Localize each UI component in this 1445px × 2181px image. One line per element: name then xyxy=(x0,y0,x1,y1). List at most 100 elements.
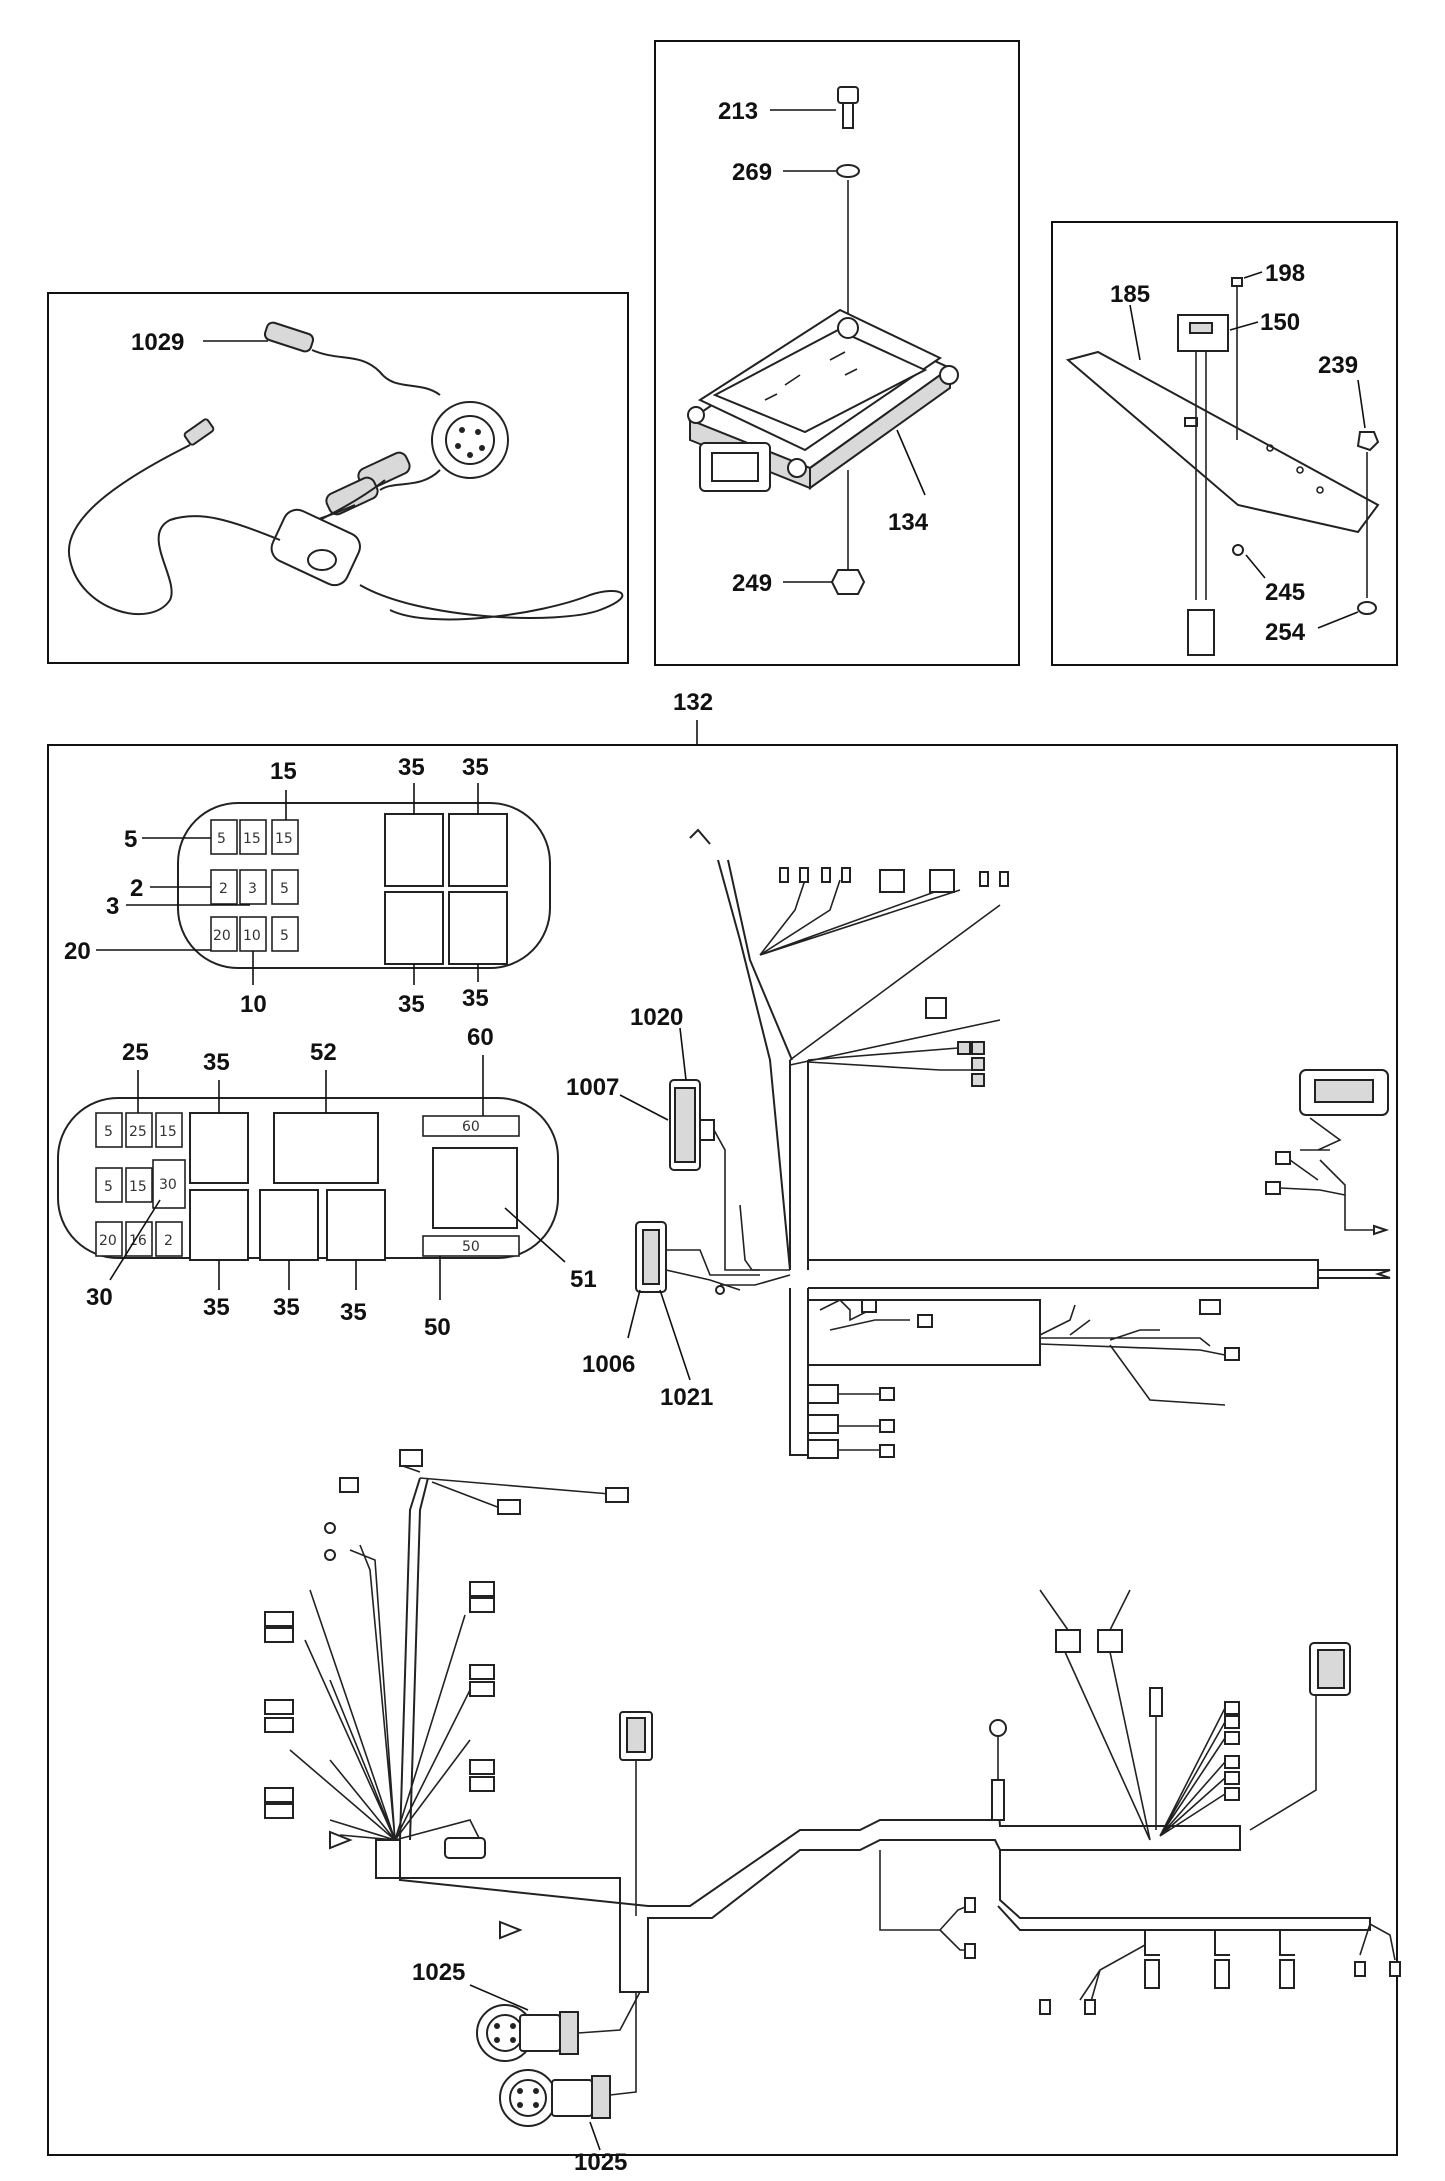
fuse-box1-col2-row1 xyxy=(239,819,267,855)
fuse-value: 5 xyxy=(217,831,226,847)
fuse-box2-col1-row3 xyxy=(95,1221,123,1257)
fuse-box2-col2-row2 xyxy=(125,1167,153,1203)
round-connector-1025-a xyxy=(476,1991,641,2062)
fuse-value: 20 xyxy=(99,1233,117,1249)
fuse-value: 5 xyxy=(104,1124,113,1140)
fuse-value: 60 xyxy=(462,1119,480,1135)
fuse-value: 50 xyxy=(462,1239,480,1255)
relay-52 xyxy=(273,1112,379,1184)
callout-198: 198 xyxy=(1265,260,1305,287)
relay-35 xyxy=(448,813,508,887)
fuse-box2-col3-row1 xyxy=(155,1112,183,1148)
ecu-module-134 xyxy=(687,86,959,595)
fuse-box2-col2-row3 xyxy=(125,1221,153,1257)
fuse-box1-col3-row3 xyxy=(271,916,299,952)
callout-1025: 1025 xyxy=(412,1959,465,1986)
fuse-box1-col2-row2 xyxy=(239,869,267,905)
fuse-value: 15 xyxy=(243,831,261,847)
relay-35 xyxy=(189,1112,249,1184)
round-connector-1025-b xyxy=(499,1992,637,2127)
fuse-box2-col1-row2 xyxy=(95,1167,123,1203)
harness-upper xyxy=(689,828,1391,1459)
relay-35 xyxy=(189,1189,249,1261)
callout-35: 35 xyxy=(340,1299,367,1326)
callout-35: 35 xyxy=(203,1049,230,1076)
callout-249: 249 xyxy=(732,570,772,597)
fuse-value: 30 xyxy=(159,1177,177,1193)
fuse-box2-maxi-30 xyxy=(152,1159,186,1209)
fuse-box2-col1-row1 xyxy=(95,1112,123,1148)
callout-1021: 1021 xyxy=(660,1384,713,1411)
fuse-value: 2 xyxy=(164,1233,173,1249)
fuse-value: 5 xyxy=(280,881,289,897)
callout-1025: 1025 xyxy=(574,2149,627,2176)
diagnostic-cable-1029 xyxy=(67,321,624,621)
fuse-value: 15 xyxy=(129,1179,147,1195)
panel-bracket xyxy=(1051,221,1398,666)
callout-60: 60 xyxy=(467,1024,494,1051)
callout-2: 2 xyxy=(130,875,143,902)
panel-diagnostic-cable xyxy=(47,292,629,664)
connector-1020-1007 xyxy=(669,1079,760,1271)
callout-254: 254 xyxy=(1265,619,1306,646)
callout-35: 35 xyxy=(203,1294,230,1321)
callout-269: 269 xyxy=(732,159,772,186)
callout-132: 132 xyxy=(673,689,713,716)
relay-35 xyxy=(384,813,444,887)
relay-51 xyxy=(432,1147,518,1229)
fuse-value: 25 xyxy=(129,1124,147,1140)
callout-134: 134 xyxy=(888,509,929,536)
callout-1007: 1007 xyxy=(566,1074,619,1101)
callout-150: 150 xyxy=(1260,309,1300,336)
callout-1029: 1029 xyxy=(131,329,184,356)
fuse-box1-col1-row2 xyxy=(210,869,238,905)
callout-52: 52 xyxy=(310,1039,337,1066)
panel-main-harness xyxy=(47,744,1398,2156)
callout-20: 20 xyxy=(64,938,91,965)
fuse-box2-col3-row3 xyxy=(155,1221,183,1257)
callout-50: 50 xyxy=(424,1314,451,1341)
callout-213: 213 xyxy=(718,98,758,125)
bracket-185 xyxy=(1065,277,1380,656)
fuse-box1-col1-row3 xyxy=(210,916,238,952)
callout-245: 245 xyxy=(1265,579,1305,606)
connector-1006-1021 xyxy=(635,1221,760,1295)
callout-10: 10 xyxy=(240,991,267,1018)
callout-1006: 1006 xyxy=(582,1351,635,1378)
fuse-box-2: 5 5 20 25 15 16 15 30 2 60 50 xyxy=(57,1097,559,1261)
callout-51: 51 xyxy=(570,1266,597,1293)
fuse-value: 15 xyxy=(275,831,293,847)
fuse-value: 2 xyxy=(219,881,228,897)
callout-5: 5 xyxy=(124,826,137,853)
fuse-value: 16 xyxy=(129,1233,147,1249)
callout-35: 35 xyxy=(398,754,425,781)
callout-25: 25 xyxy=(122,1039,149,1066)
fuse-box1-col3-row2 xyxy=(271,869,299,905)
panel-ecu-module xyxy=(654,40,1020,666)
fuse-box2-col2-row1 xyxy=(125,1112,153,1148)
harness-lower xyxy=(264,1449,1401,2015)
callout-1020: 1020 xyxy=(630,1004,683,1031)
callout-35: 35 xyxy=(398,991,425,1018)
fuse-value: 10 xyxy=(243,928,261,944)
fuse-value: 5 xyxy=(280,928,289,944)
relay-35 xyxy=(448,891,508,965)
relay-35 xyxy=(259,1189,319,1261)
fuse-box-1: 5 2 20 15 3 10 15 5 5 xyxy=(177,802,551,969)
fuse-value: 20 xyxy=(213,928,231,944)
relay-35 xyxy=(384,891,444,965)
callout-185: 185 xyxy=(1110,281,1150,308)
callout-35: 35 xyxy=(462,985,489,1012)
relay-35 xyxy=(326,1189,386,1261)
callout-3: 3 xyxy=(106,893,119,920)
maxi-fuse-60 xyxy=(422,1115,520,1137)
fuse-box1-col3-row1 xyxy=(271,819,299,855)
callout-35: 35 xyxy=(273,1294,300,1321)
callout-15: 15 xyxy=(270,758,297,785)
fuse-value: 15 xyxy=(159,1124,177,1140)
callout-35: 35 xyxy=(462,754,489,781)
fuse-value: 5 xyxy=(104,1179,113,1195)
callout-239: 239 xyxy=(1318,352,1358,379)
maxi-fuse-50 xyxy=(422,1235,520,1257)
